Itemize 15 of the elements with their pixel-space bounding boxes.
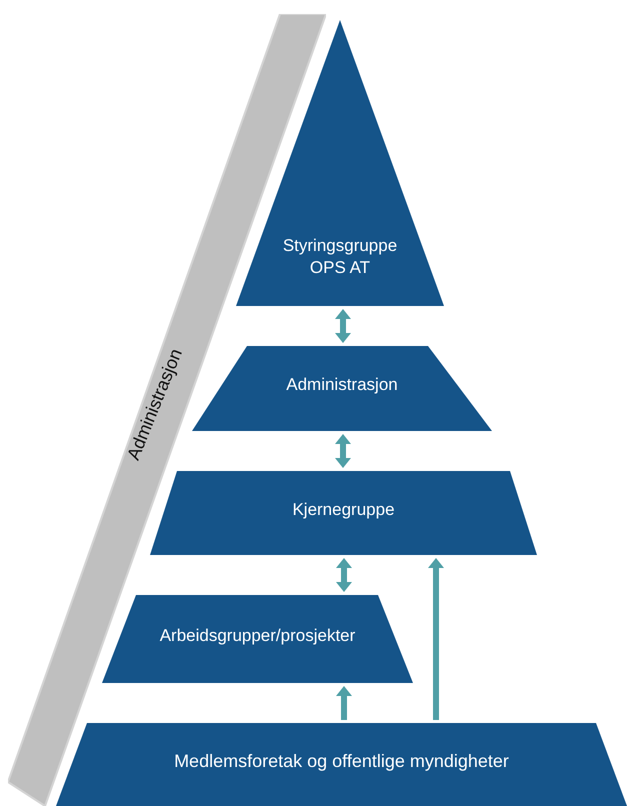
level-label: Medlemsforetak og offentlige myndigheter: [173, 750, 510, 773]
pyramid-level: [102, 595, 413, 683]
arrow: [335, 309, 351, 343]
level-label: Arbeidsgrupper/prosjekter: [158, 625, 356, 647]
pyramid-base-level: [56, 723, 627, 806]
arrow: [336, 558, 352, 592]
pyramid-level: [150, 471, 537, 555]
pyramid-level: [192, 346, 492, 431]
pyramid-top-triangle: [236, 20, 444, 306]
arrow: [428, 558, 444, 720]
level-label: Kjernegruppe: [291, 499, 396, 521]
level-label: Administrasjon: [285, 374, 399, 396]
arrow: [336, 686, 352, 720]
arrow: [335, 434, 351, 468]
level-label: Styringsgruppe OPS AT: [282, 235, 398, 280]
